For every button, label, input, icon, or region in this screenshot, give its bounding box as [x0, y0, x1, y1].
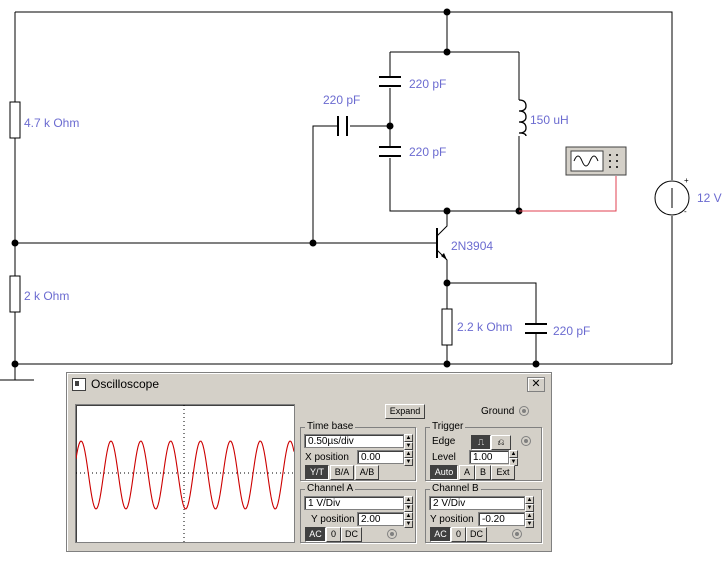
label-supply: 12 V	[697, 191, 722, 205]
transistor-2n3904[interactable]	[436, 211, 448, 283]
supply-minus-sign: -	[684, 207, 687, 216]
timebase-title: Time base	[305, 421, 356, 432]
emitter-wire	[446, 282, 537, 364]
channel-b-group: Channel B 2 V/Div ▲▼ Y position -0.20 ▲▼…	[425, 483, 542, 543]
channel-a-terminal-icon[interactable]	[387, 529, 397, 539]
coupling-wire	[312, 125, 390, 243]
window-title: Oscilloscope	[91, 377, 160, 391]
scope-display	[75, 404, 295, 543]
yt-button[interactable]: Y/T	[305, 465, 329, 480]
channel-b-ypos-label: Y position	[430, 514, 474, 525]
channel-a-dc-button[interactable]: DC	[341, 527, 362, 542]
channel-b-scale-spinner[interactable]: ▲▼	[525, 496, 534, 512]
oscilloscope-instrument-icon[interactable]	[565, 146, 627, 176]
level-label: Level	[432, 452, 456, 463]
label-inductor: 150 uH	[530, 113, 569, 127]
capacitor-tank-bottom[interactable]	[379, 146, 401, 157]
trigger-b-button[interactable]: B	[475, 465, 491, 480]
close-button[interactable]: ✕	[527, 377, 545, 392]
channel-a-ac-button[interactable]: AC	[305, 527, 326, 542]
ba-button[interactable]: B/A	[330, 465, 354, 480]
timebase-group: Time base 0.50µs/div ▲▼ X position 0.00 …	[300, 421, 416, 481]
xpos-spinner[interactable]: ▲▼	[404, 450, 413, 466]
level-field[interactable]: 1.00	[469, 450, 509, 464]
xpos-field[interactable]: 0.00	[357, 450, 404, 464]
trigger-a-button[interactable]: A	[459, 465, 475, 480]
channel-b-dc-button[interactable]: DC	[466, 527, 487, 542]
resistor-4k7[interactable]	[9, 101, 21, 139]
top-rail-wire	[15, 11, 673, 180]
channel-a-scale-field[interactable]: 1 V/Div	[304, 496, 404, 510]
channel-b-title: Channel B	[430, 483, 481, 494]
label-c-coupling: 220 pF	[323, 93, 360, 107]
trigger-group: Trigger Edge ⎍ ⎌ Level 1.00 ▲▼ Auto A B …	[425, 421, 542, 481]
ground-terminal-icon[interactable]	[519, 406, 529, 416]
trigger-terminal-icon[interactable]	[521, 436, 531, 446]
edge-label: Edge	[432, 436, 456, 447]
resistor-2k2[interactable]	[441, 308, 453, 346]
channel-b-scale-field[interactable]: 2 V/Div	[429, 496, 525, 510]
dc-source-12v[interactable]	[654, 180, 690, 216]
supply-plus-sign: +	[684, 176, 689, 185]
timebase-field[interactable]: 0.50µs/div	[304, 434, 404, 448]
label-transistor: 2N3904	[451, 239, 493, 253]
channel-a-scale-spinner[interactable]: ▲▼	[404, 496, 413, 512]
oscilloscope-window: Oscilloscope ✕ Expand Ground Time base 0…	[66, 372, 552, 552]
level-spinner[interactable]: ▲▼	[509, 450, 518, 466]
label-r-2k2: 2.2 k Ohm	[457, 320, 512, 334]
label-r-2k: 2 k Ohm	[24, 289, 69, 303]
probe-wire	[519, 176, 617, 212]
capacitor-tank-top[interactable]	[379, 76, 401, 87]
rising-edge-icon[interactable]: ⎍	[471, 435, 491, 450]
channel-a-ypos-label: Y position	[311, 514, 355, 525]
timebase-spinner[interactable]: ▲▼	[404, 434, 413, 450]
channel-a-ypos-spinner[interactable]: ▲▼	[404, 512, 413, 528]
tank-left-wire	[389, 12, 519, 212]
falling-edge-icon[interactable]: ⎌	[491, 435, 511, 450]
channel-a-title: Channel A	[305, 483, 356, 494]
channel-a-trace	[75, 440, 295, 510]
channel-b-ypos-spinner[interactable]: ▲▼	[525, 512, 534, 528]
label-c-tank-top: 220 pF	[409, 77, 446, 91]
label-c-emitter: 220 pF	[553, 324, 590, 338]
ab-button[interactable]: A/B	[355, 465, 379, 480]
inductor-150uh[interactable]	[518, 99, 527, 137]
expand-button[interactable]: Expand	[385, 404, 425, 419]
label-c-tank-bottom: 220 pF	[409, 145, 446, 159]
auto-button[interactable]: Auto	[430, 465, 458, 480]
channel-a-group: Channel A 1 V/Div ▲▼ Y position 2.00 ▲▼ …	[300, 483, 416, 543]
trigger-ext-button[interactable]: Ext	[491, 465, 515, 480]
ground-label: Ground	[481, 406, 515, 417]
channel-b-zero-button[interactable]: 0	[451, 527, 466, 542]
xpos-label: X position	[305, 452, 349, 463]
channel-b-ac-button[interactable]: AC	[430, 527, 451, 542]
capacitor-emitter[interactable]	[525, 323, 547, 334]
channel-b-terminal-icon[interactable]	[512, 529, 522, 539]
channel-a-zero-button[interactable]: 0	[326, 527, 341, 542]
resistor-2k[interactable]	[9, 275, 21, 313]
label-r-4k7: 4.7 k Ohm	[24, 116, 79, 130]
channel-b-ypos-field[interactable]: -0.20	[478, 512, 525, 526]
capacitor-coupling[interactable]	[337, 116, 348, 136]
channel-a-ypos-field[interactable]: 2.00	[357, 512, 404, 526]
oscilloscope-titlebar[interactable]: Oscilloscope ✕	[69, 375, 549, 393]
trigger-title: Trigger	[430, 421, 466, 432]
window-app-icon	[72, 378, 86, 391]
